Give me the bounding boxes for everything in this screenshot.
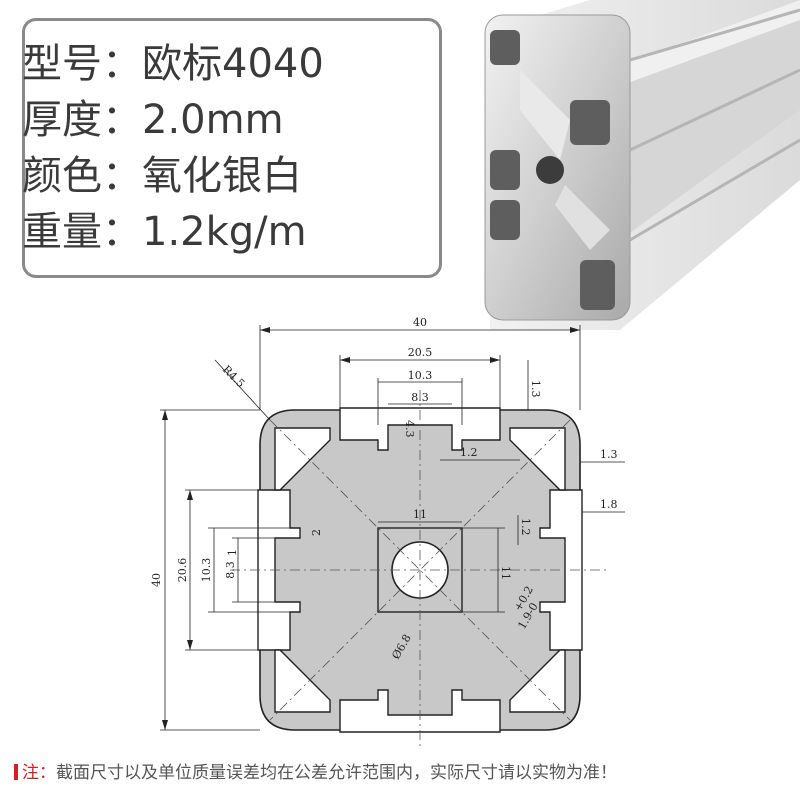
spec-panel [22,18,442,278]
dim-slot-outer: 20.5 [408,346,433,359]
note-text: 截面尺寸以及单位质量误差均在公差允许范围内，实际尺寸请以实物为准！ [56,763,617,783]
dim-left-10-3: 10.3 [200,558,213,583]
dimension-arrows [162,327,580,730]
dim-slot-mid: 10.3 [408,369,433,382]
dim-left-1: 1 [226,549,239,556]
dim-left-2: 2 [310,529,323,536]
spec-colon: ： [102,97,142,143]
spec-thickness-row: 厚度：2.0mm [22,92,284,148]
disclaimer-note: 注：截面尺寸以及单位质量误差均在公差允许范围内，实际尺寸请以实物为准！ [14,760,794,786]
spec-thickness-label: 厚度 [22,97,102,143]
cross-section-drawing: 40 20.5 10.3 8.3 1.3 4.3 1.2 1.3 1.8 1.2… [150,316,625,750]
spec-weight-value: 1.2kg/m [142,209,307,255]
note-accent-bar [14,764,18,780]
dim-depth: 4.3 [403,420,416,438]
dim-wall-right: 1.3 [600,448,618,461]
dim-lip-top: 1.2 [460,446,478,459]
dim-right-1-2: 1.2 [519,518,532,536]
spec-weight-row: 重量：1.2kg/m [22,204,307,260]
spec-colon: ： [102,41,142,87]
dim-right-1-8: 1.8 [600,498,618,511]
dim-slot-inner: 8.3 [411,391,429,404]
spec-color-label: 颜色 [22,153,102,199]
spec-thickness-value: 2.0mm [142,97,284,143]
spec-color-row: 颜色：氧化银白 [22,148,302,204]
spec-model-row: 型号：欧标4040 [22,36,324,92]
spec-colon: ： [102,153,142,199]
dim-left-20-6: 20.6 [176,558,189,583]
dim-left-8-3: 8.3 [224,561,237,579]
dim-core-top: 11 [413,508,427,521]
profile-cutouts [257,407,583,733]
dim-wall-top: 1.3 [529,380,542,398]
dim-overall-width: 40 [413,316,427,329]
note-prefix: 注： [22,763,56,783]
dimension-lines [160,325,625,731]
spec-colon: ： [102,209,142,255]
dim-corner-radius: R4.5 [220,363,247,390]
dim-core-right: 11 [499,566,512,580]
dim-overall-height: 40 [150,573,163,587]
profile-photo [484,0,800,330]
spec-weight-label: 重量 [22,209,102,255]
spec-model-value: 欧标4040 [142,41,324,87]
spec-model-label: 型号 [22,41,102,87]
center-lines [230,390,610,750]
spec-color-value: 氧化银白 [142,153,302,199]
